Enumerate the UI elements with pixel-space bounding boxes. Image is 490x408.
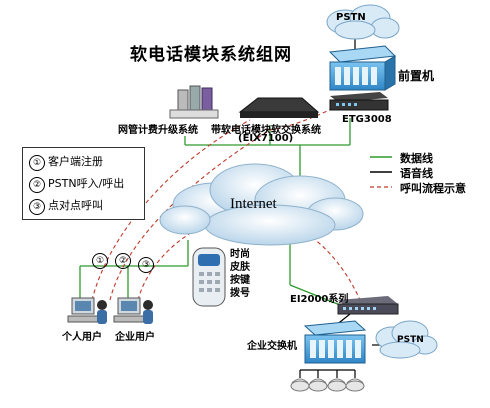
phone-feature-3: 按键: [230, 275, 250, 286]
ei2000-device: [337, 296, 399, 315]
softswitch-label: 带软电话模块软交换系统: [211, 125, 321, 136]
diagram-title: 软电话模块系统组网: [130, 45, 292, 65]
personal-user-pc: [67, 297, 107, 324]
ei2000-label: EI2000系列: [290, 294, 349, 305]
legend-num-2: ②: [29, 177, 45, 193]
legend-text-1: 客户端注册: [48, 155, 103, 168]
phone-feature-4: 拨号: [230, 288, 250, 299]
legend-text-2: PSTN呼入/呼出: [48, 177, 125, 190]
phone-feature-1: 时尚: [230, 249, 250, 260]
enterprise-user-pc: [113, 297, 153, 324]
pstn-top-label: PSTN: [336, 12, 366, 23]
softswitch-device: [238, 97, 320, 118]
line-key-voice: 语音线: [400, 167, 433, 180]
enterprise-switch-label: 企业交换机: [247, 341, 297, 352]
line-key-data: 数据线: [400, 152, 433, 165]
legend-num-1: ①: [29, 155, 45, 171]
etg3008-device: [329, 92, 389, 111]
softphone-device: [192, 247, 226, 307]
desk-phones: [290, 378, 365, 392]
line-key-flow: 呼叫流程示意: [400, 182, 466, 195]
etg-label: ETG3008: [342, 114, 392, 125]
line-key-samples: [370, 156, 392, 188]
phone-feature-2: 皮肤: [230, 262, 250, 273]
enterprise-switch-rack: [303, 320, 367, 364]
personal-user-label: 个人用户: [62, 332, 102, 343]
billing-label: 网管计费升级系统: [118, 125, 198, 136]
internet-cloud: [159, 163, 364, 246]
marker-2: ②: [115, 248, 134, 269]
pstn-bottom-label: PSTN: [397, 335, 424, 345]
marker-3: ③: [138, 252, 157, 273]
legend-text-3: 点对点呼叫: [48, 199, 103, 212]
enterprise-user-label: 企业用户: [115, 332, 155, 343]
front-end-rack: [328, 45, 397, 91]
pstn-bottom-cloud: [375, 320, 438, 359]
internet-label: Internet: [230, 196, 277, 212]
phone-features: 时尚 皮肤 按键 拨号: [230, 248, 250, 300]
legend-num-3: ③: [29, 199, 45, 215]
softswitch-model-label: (EIX7100): [238, 133, 294, 144]
billing-servers: [169, 85, 219, 119]
front-end-label: 前置机: [398, 69, 435, 83]
pstn-top-cloud: [326, 4, 400, 40]
marker-1: ①: [92, 248, 111, 269]
